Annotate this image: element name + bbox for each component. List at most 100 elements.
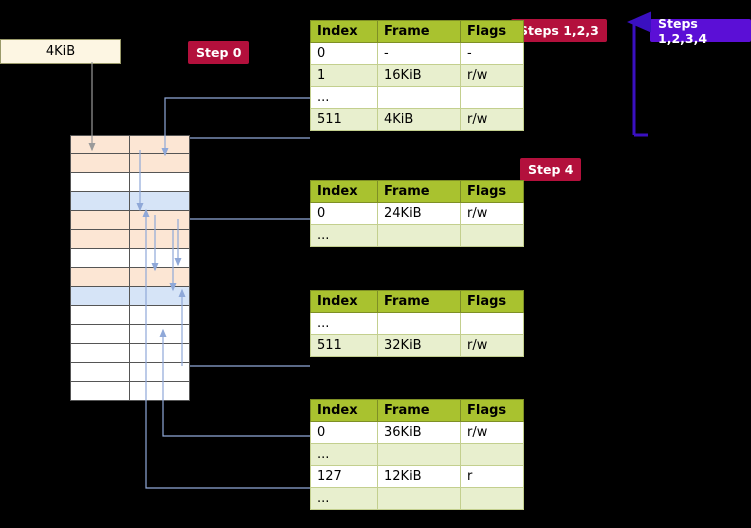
memory-frame-row: [70, 382, 190, 401]
memory-frame-cell-left: [71, 306, 130, 324]
table-cell: ...: [310, 443, 378, 466]
memory-frame-cell-right: [130, 268, 189, 286]
memory-frame-row: [70, 325, 190, 344]
memory-frame-cell-left: [71, 344, 130, 362]
table-row: ...: [310, 443, 524, 466]
table-header-cell: Index: [310, 180, 378, 203]
memory-frame-row: [70, 154, 190, 173]
table-cell: 127: [310, 465, 378, 488]
table-cell: r/w: [460, 64, 524, 87]
table-cell: r/w: [460, 202, 524, 225]
memory-frame-cell-right: [130, 287, 189, 305]
table-cell: [377, 86, 461, 109]
memory-frame-cell-left: [71, 136, 130, 153]
step-0-badge: Step 0: [188, 41, 250, 64]
memory-frame-cell-right: [130, 249, 189, 267]
memory-frame-row: [70, 135, 190, 154]
step-4-label: Step 4: [528, 162, 574, 177]
table-cell: [460, 312, 524, 335]
memory-frame-cell-right: [130, 230, 189, 248]
table-cell: [460, 443, 524, 466]
table-cell: 0: [310, 42, 378, 65]
table-header-cell: Frame: [377, 180, 461, 203]
table-cell: r/w: [460, 421, 524, 444]
memory-frame-cell-right: [130, 173, 189, 191]
table-header-cell: Index: [310, 290, 378, 313]
table-cell: ...: [310, 224, 378, 247]
memory-frame-cell-left: [71, 173, 130, 191]
table-cell: r/w: [460, 108, 524, 131]
table-header-cell: Frame: [377, 399, 461, 422]
memory-frame-cell-left: [71, 268, 130, 286]
memory-frame-cell-left: [71, 230, 130, 248]
physical-memory-column: [70, 135, 190, 401]
table-header-cell: Frame: [377, 290, 461, 313]
table-cell: 36KiB: [377, 421, 461, 444]
steps-123-label: Steps 1,2,3: [519, 23, 599, 38]
table-row: ...: [310, 487, 524, 510]
memory-frame-cell-right: [130, 325, 189, 343]
memory-frame-row: [70, 211, 190, 230]
memory-frame-cell-left: [71, 192, 130, 210]
table-cell: [460, 86, 524, 109]
table-cell: ...: [310, 86, 378, 109]
table-cell: r: [460, 465, 524, 488]
table-cell: [377, 487, 461, 510]
table-cell: ...: [310, 312, 378, 335]
table-cell: [460, 224, 524, 247]
table-row: ...: [310, 86, 524, 109]
virtual-page-label: 4KiB: [45, 44, 76, 59]
memory-frame-cell-left: [71, 249, 130, 267]
table-header-cell: Index: [310, 399, 378, 422]
memory-frame-row: [70, 173, 190, 192]
memory-frame-row: [70, 268, 190, 287]
table-cell: 16KiB: [377, 64, 461, 87]
table-header-cell: Flags: [460, 290, 524, 313]
table-cell: 32KiB: [377, 334, 461, 357]
table-header-cell: Flags: [460, 399, 524, 422]
table-cell: 24KiB: [377, 202, 461, 225]
table-cell: [377, 224, 461, 247]
memory-frame-cell-right: [130, 154, 189, 172]
memory-frame-row: [70, 306, 190, 325]
memory-frame-cell-right: [130, 136, 189, 153]
table-header-cell: Flags: [460, 180, 524, 203]
table-cell: [377, 312, 461, 335]
memory-frame-cell-right: [130, 382, 189, 400]
memory-frame-cell-left: [71, 154, 130, 172]
table-row: ...: [310, 312, 524, 335]
memory-frame-cell-right: [130, 306, 189, 324]
table-cell: 0: [310, 202, 378, 225]
steps-123-badge: Steps 1,2,3: [511, 19, 607, 42]
table-cell: [377, 443, 461, 466]
table-cell: 511: [310, 108, 378, 131]
steps-1234-badge: Steps 1,2,3,4: [650, 16, 751, 46]
table-header-cell: Frame: [377, 20, 461, 43]
memory-frame-row: [70, 344, 190, 363]
table-cell: 511: [310, 334, 378, 357]
memory-frame-cell-left: [71, 382, 130, 400]
memory-frame-row: [70, 192, 190, 211]
table-header-cell: Index: [310, 20, 378, 43]
memory-frame-row: [70, 230, 190, 249]
memory-frame-cell-right: [130, 344, 189, 362]
table-cell: ...: [310, 487, 378, 510]
table-row: 0--: [310, 42, 524, 65]
memory-frame-cell-right: [130, 363, 189, 381]
virtual-page-box: 4KiB: [0, 39, 121, 64]
memory-frame-row: [70, 363, 190, 382]
table-cell: 0: [310, 421, 378, 444]
table-header-cell: Flags: [460, 20, 524, 43]
table-cell: 4KiB: [377, 108, 461, 131]
table-cell: -: [377, 42, 461, 65]
memory-frame-cell-left: [71, 211, 130, 229]
steps-1234-label: Steps 1,2,3,4: [658, 15, 708, 46]
memory-frame-row: [70, 287, 190, 306]
